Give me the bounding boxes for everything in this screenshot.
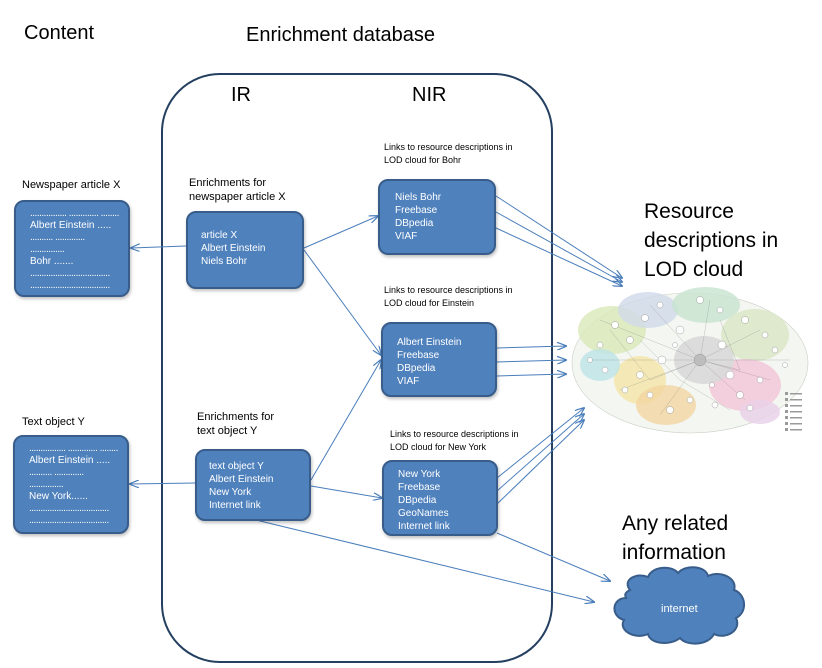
nir-einstein-label-line: LOD cloud for Einstein — [384, 298, 475, 308]
newspaper-line: .......... ............. — [30, 232, 85, 243]
nir-einstein-label-line: Links to resource descriptions in — [384, 285, 513, 295]
textobj-line: New York...... — [29, 491, 88, 502]
resource-descriptions-heading: Resource descriptions in LOD cloud — [644, 197, 778, 284]
ir-article-label-line: Enrichments for — [189, 177, 267, 189]
arrow-bohr-cloud-3 — [495, 227, 622, 286]
ir-heading: IR — [231, 84, 251, 106]
newspaper-line: Bohr ....... — [30, 256, 74, 267]
nir-bohr-label: Links to resource descriptions in LOD cl… — [384, 141, 513, 167]
arrow-textobj-to-internet — [255, 519, 594, 602]
any-related-heading: Any related information — [622, 509, 728, 567]
resource-desc-line-1: Resource — [644, 200, 734, 223]
any-related-line-1: Any related — [622, 512, 729, 535]
nir-einstein-line: DBpedia — [397, 363, 436, 374]
nir-newyork-label: Links to resource descriptions in LOD cl… — [390, 428, 519, 454]
nir-bohr-line: VIAF — [395, 231, 418, 242]
nir-bohr-line: Niels Bohr — [395, 192, 442, 203]
lod-cloud-diagram — [571, 287, 809, 434]
ir-article-line: Albert Einstein — [201, 243, 266, 254]
enrichment-db-container — [161, 73, 553, 663]
textobj-line: .......... ............. — [29, 467, 84, 478]
textobj-content-label: Text object Y — [22, 416, 85, 428]
ir-article-line: Niels Bohr — [201, 256, 248, 267]
ir-article-line: article X — [201, 230, 238, 241]
ir-textobj-label-line: Enrichments for — [197, 411, 275, 423]
newspaper-box: ................ ............. ........ … — [14, 200, 130, 297]
arrow-article-to-einstein — [303, 249, 381, 355]
newspaper-line: ................ ............. ........ — [30, 208, 119, 219]
nir-newyork-label-line: Links to resource descriptions in — [390, 429, 519, 439]
nir-einstein-box: Albert Einstein Freebase DBpedia VIAF — [381, 322, 497, 397]
nir-bohr-box: Niels Bohr Freebase DBpedia VIAF — [378, 179, 496, 255]
arrow-textobj-to-content — [130, 483, 196, 484]
resource-desc-line-3: LOD cloud — [644, 258, 744, 281]
textobj-line: ............... — [29, 479, 64, 490]
nir-newyork-line: Internet link — [398, 521, 450, 532]
nir-einstein-line: Albert Einstein — [397, 337, 462, 348]
arrow-article-to-newspaper — [131, 246, 187, 248]
ir-article-label: Enrichments for newspaper article X — [189, 176, 286, 204]
newspaper-line: ................................... — [30, 268, 110, 279]
textobj-line: ................................... — [29, 515, 109, 526]
ir-textobj-line: Internet link — [209, 500, 261, 511]
nir-newyork-line: GeoNames — [398, 508, 449, 519]
nir-einstein-label: Links to resource descriptions in LOD cl… — [384, 284, 513, 310]
newspaper-line: ............... — [30, 244, 65, 255]
arrow-textobj-to-newyork — [310, 485, 382, 498]
ir-textobj-label-line: text object Y — [197, 425, 258, 437]
textobj-line: ................................... — [29, 503, 109, 514]
ir-textobj-box: text object Y Albert Einstein New York I… — [195, 449, 311, 521]
nir-newyork-label-line: LOD cloud for New York — [390, 442, 487, 452]
ir-textobj-line: text object Y — [209, 461, 264, 472]
nir-newyork-box: New York Freebase DBpedia GeoNames Inter… — [382, 460, 498, 536]
arrow-bohr-cloud-1 — [495, 195, 622, 278]
resource-desc-line-2: descriptions in — [644, 229, 779, 252]
arrow-article-to-bohr — [303, 216, 378, 249]
nir-newyork-line: New York — [398, 469, 441, 480]
ir-article-box: article X Albert Einstein Niels Bohr — [186, 211, 304, 289]
arrow-einstein-cloud-2 — [496, 360, 566, 362]
textobj-line: Albert Einstein ..... — [29, 455, 111, 466]
ir-textobj-line: Albert Einstein — [209, 474, 274, 485]
arrow-bohr-cloud-2 — [495, 211, 622, 282]
newspaper-line: ................................... — [30, 280, 110, 291]
nir-bohr-label-line: LOD cloud for Bohr — [384, 155, 462, 165]
arrow-newyork-to-internet — [496, 532, 610, 581]
internet-cloud — [613, 566, 745, 645]
newspaper-label: Newspaper article X — [22, 179, 121, 191]
nir-newyork-line: Freebase — [398, 482, 441, 493]
textobj-content-box: ................ ............. ........ … — [13, 435, 129, 534]
arrow-newyork-cloud-3 — [496, 420, 584, 505]
any-related-line-2: information — [622, 541, 726, 564]
arrow-newyork-cloud-2 — [496, 414, 584, 492]
ir-textobj-line: New York — [209, 487, 252, 498]
arrow-textobj-to-einstein — [310, 360, 381, 481]
nir-bohr-line: Freebase — [395, 205, 438, 216]
nir-einstein-line: VIAF — [397, 376, 420, 387]
nir-bohr-label-line: Links to resource descriptions in — [384, 142, 513, 152]
content-heading: Content — [24, 22, 95, 44]
arrow-einstein-cloud-3 — [496, 374, 566, 376]
newspaper-line: Albert Einstein ..... — [30, 220, 112, 231]
enrichment-db-heading: Enrichment database — [246, 24, 436, 46]
nir-bohr-line: DBpedia — [395, 218, 434, 229]
nir-heading: NIR — [412, 84, 447, 106]
ir-article-label-line: newspaper article X — [189, 191, 286, 203]
nir-newyork-line: DBpedia — [398, 495, 437, 506]
nir-einstein-line: Freebase — [397, 350, 440, 361]
arrow-newyork-cloud-1 — [496, 408, 584, 479]
ir-textobj-label: Enrichments for text object Y — [197, 410, 274, 438]
arrow-einstein-cloud-1 — [496, 346, 566, 348]
internet-cloud-label: internet — [661, 603, 698, 615]
textobj-line: ................ ............. ........ — [29, 443, 118, 454]
